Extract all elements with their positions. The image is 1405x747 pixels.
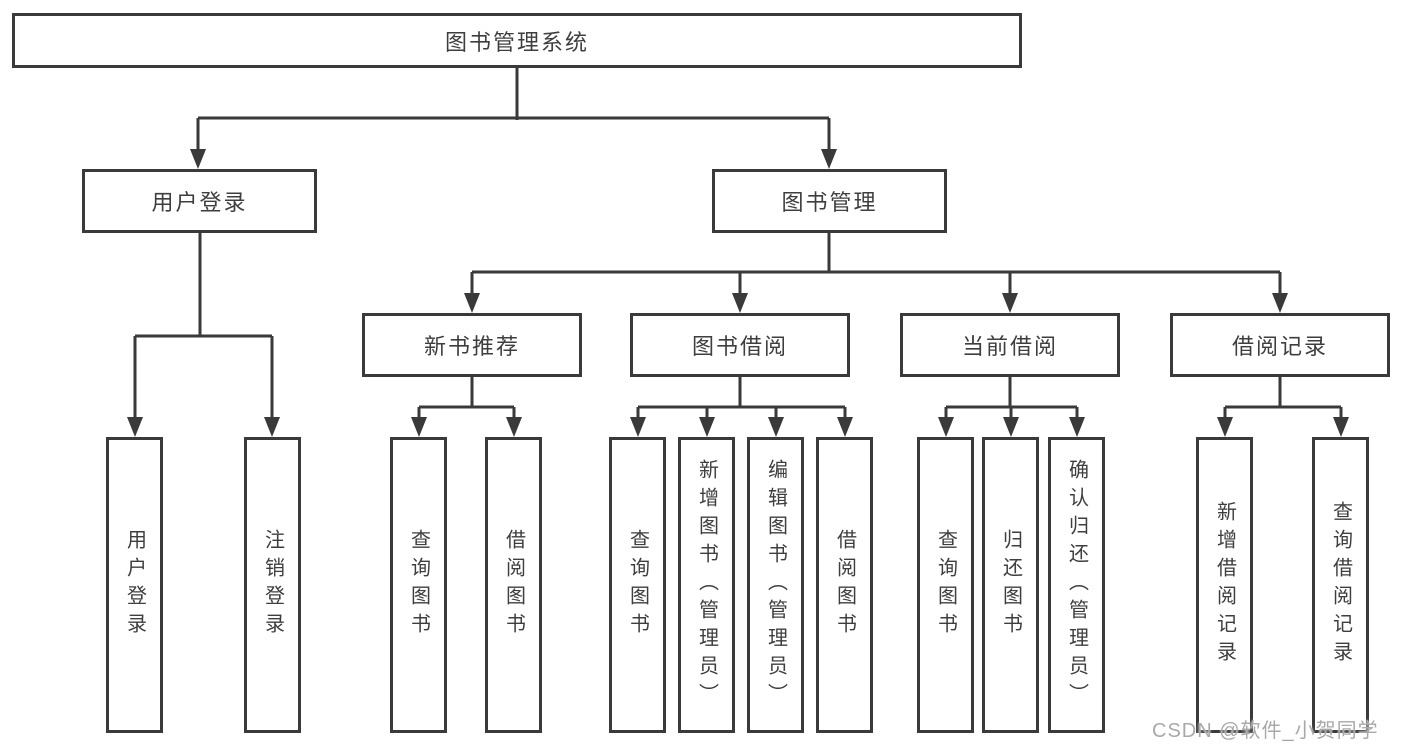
node-new-book-recommend: 新书推荐	[362, 313, 582, 377]
node-book-management: 图书管理	[712, 169, 947, 233]
arrowhead-icon	[464, 293, 480, 313]
arrowhead-icon	[411, 417, 427, 437]
leaf-query-borrow-record: 查询借阅记录	[1312, 437, 1369, 733]
leaf-query-books-current: 查询图书	[917, 437, 974, 733]
node-user-login: 用户登录	[82, 169, 317, 233]
arrowhead-icon	[127, 417, 143, 437]
node-label: 查询图书	[407, 529, 430, 641]
arrowhead-icon	[837, 417, 853, 437]
node-label: 用户登录	[123, 529, 146, 641]
node-root: 图书管理系统	[12, 13, 1022, 68]
arrowhead-icon	[821, 149, 837, 169]
arrowhead-icon	[630, 417, 646, 437]
arrowheads	[127, 149, 1349, 437]
node-label: 归还图书	[999, 529, 1022, 641]
arrowhead-icon	[699, 417, 715, 437]
arrowhead-icon	[1217, 417, 1233, 437]
arrowhead-icon	[938, 417, 954, 437]
node-current-borrowing: 当前借阅	[900, 313, 1120, 377]
connector-paths	[133, 68, 1343, 420]
arrowhead-icon	[1333, 417, 1349, 437]
node-label: 编辑图书（管理员）	[764, 459, 787, 711]
leaf-query-books-borrowing: 查询图书	[609, 437, 666, 733]
arrowhead-icon	[264, 417, 280, 437]
leaf-edit-book-admin: 编辑图书（管理员）	[747, 437, 804, 733]
leaf-return-book: 归还图书	[982, 437, 1039, 733]
node-label: 查询借阅记录	[1329, 501, 1352, 669]
arrowhead-icon	[1003, 417, 1019, 437]
leaf-query-books-newbooks: 查询图书	[390, 437, 447, 733]
arrowhead-icon	[732, 293, 748, 313]
leaf-user-login: 用户登录	[106, 437, 163, 733]
leaf-borrow-books-borrowing: 借阅图书	[816, 437, 873, 733]
node-label: 确认归还（管理员）	[1065, 459, 1088, 711]
node-label: 借阅图书	[502, 529, 525, 641]
node-label: 注销登录	[261, 529, 284, 641]
node-label: 图书管理系统	[444, 29, 589, 55]
node-label: 借阅记录	[1231, 334, 1328, 359]
node-label: 图书管理	[781, 190, 878, 215]
arrowhead-icon	[190, 149, 206, 169]
leaf-add-borrow-record: 新增借阅记录	[1196, 437, 1253, 733]
node-label: 查询图书	[934, 529, 957, 641]
arrowhead-icon	[506, 417, 522, 437]
node-borrow-records: 借阅记录	[1170, 313, 1390, 377]
watermark: CSDN @软件_小贺同学	[1152, 720, 1379, 742]
node-label: 用户登录	[151, 190, 248, 215]
leaf-add-book-admin: 新增图书（管理员）	[678, 437, 735, 733]
leaf-logout: 注销登录	[244, 437, 301, 733]
arrowhead-icon	[1272, 293, 1288, 313]
node-label: 查询图书	[626, 529, 649, 641]
arrowhead-icon	[1002, 293, 1018, 313]
node-book-borrowing: 图书借阅	[630, 313, 850, 377]
leaf-borrow-books-newbooks: 借阅图书	[485, 437, 542, 733]
arrowhead-icon	[768, 417, 784, 437]
node-label: 图书借阅	[691, 334, 788, 359]
node-label: 新书推荐	[423, 334, 520, 359]
leaf-confirm-return-admin: 确认归还（管理员）	[1048, 437, 1105, 733]
node-label: 当前借阅	[961, 334, 1058, 359]
arrowhead-icon	[1069, 417, 1085, 437]
node-label: 新增图书（管理员）	[695, 459, 718, 711]
node-label: 借阅图书	[833, 529, 856, 641]
node-label: 新增借阅记录	[1213, 501, 1236, 669]
